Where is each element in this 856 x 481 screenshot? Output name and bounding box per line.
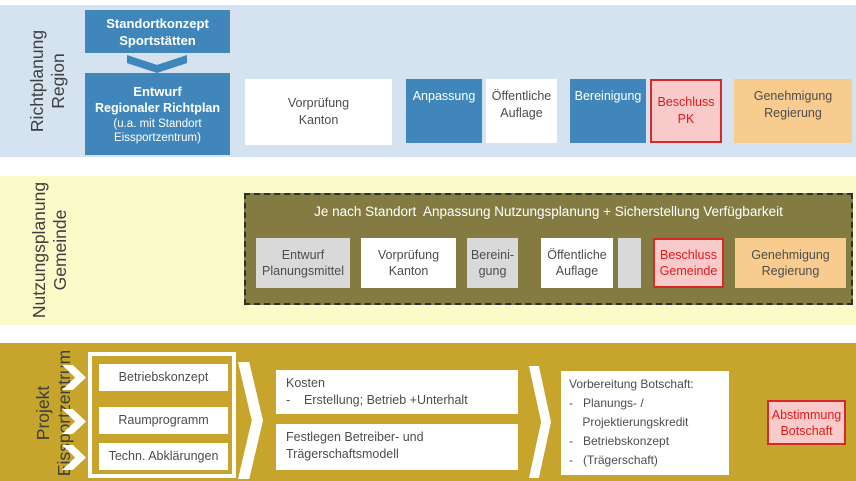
band3-label-line: Projekt — [33, 385, 53, 441]
box-spacer — [618, 238, 641, 288]
label-line: Vorprüfung — [377, 248, 440, 262]
label-line: Planungsmittel — [262, 264, 344, 278]
label-line: Gemeinde — [659, 264, 718, 278]
label-line: Botschaft — [780, 423, 833, 438]
container-nutzungsplanung-title: Je nach Standort Anpassung Nutzungsplanu… — [314, 204, 783, 219]
label-line: gung — [478, 264, 507, 278]
label-line: Techn. Abklärungen — [108, 449, 219, 463]
box-entwurf-regionaler-richtplan: Entwurf Regionaler Richtplan (u.a. mit S… — [85, 73, 230, 155]
label-line: Vorbereitung Botschaft: — [569, 377, 694, 391]
box-bereinigung-region: Bereinigung — [570, 79, 646, 143]
label-line: (u.a. mit Standort — [113, 118, 202, 130]
label-line: Auflage — [500, 106, 543, 120]
box-beschluss-pk: Beschluss PK — [650, 79, 722, 143]
label-line: - (Trägerschaft) — [569, 453, 658, 467]
label-line: Bereini- — [470, 248, 515, 262]
label-line: Öffentliche — [547, 248, 607, 262]
label-line: Bereinigung — [574, 89, 642, 103]
label-line: Anpassung — [412, 89, 476, 103]
label-line: Festlegen Betreiber- und — [286, 430, 424, 444]
label-line: Beschluss — [660, 248, 717, 262]
label-line: - Betriebskonzept — [569, 434, 670, 448]
frame-projekt-grundlagen — [88, 352, 236, 478]
box-genehmigung-regierung-region: Genehmigung Regierung — [734, 79, 852, 143]
box-vorpruefung-kanton-region: Vorprüfung Kanton — [245, 79, 392, 145]
label-line: Kanton — [388, 264, 429, 278]
box-standortkonzept-sportstaetten: Standortkonzept Sportstätten — [85, 10, 230, 53]
band2-label-line: Nutzungsplanung — [29, 181, 49, 319]
label-line: - Planungs- / — [569, 396, 644, 410]
box-abstimmung-botschaft: Abstimmung Botschaft — [767, 400, 846, 445]
band2-label-line: Gemeinde — [50, 209, 70, 291]
label-line: Beschluss — [657, 95, 715, 109]
box-raumprogramm: Raumprogramm — [99, 407, 228, 434]
label-line: Regionaler Richtplan — [94, 101, 221, 115]
label-line: Entwurf — [281, 248, 325, 262]
band2-label: Nutzungsplanung Gemeinde — [29, 155, 73, 345]
label-line: Genehmigung — [753, 89, 833, 103]
band1-label: Richtplanung Region — [27, 0, 71, 166]
band1-label-line: Region — [48, 53, 68, 109]
label-line: Abstimmung — [771, 407, 842, 422]
box-oeffentliche-auflage-gemeinde: Öffentliche Auflage — [541, 238, 613, 288]
box-entwurf-planungsmittel: Entwurf Planungsmittel — [256, 238, 350, 288]
label-line: Auflage — [555, 264, 599, 278]
label-line: Vorprüfung — [287, 96, 350, 110]
label-line: Projektierungskredit — [569, 415, 689, 429]
label-line: Öffentliche — [491, 89, 552, 103]
label-line: Trägerschaftsmodell — [286, 447, 399, 461]
box-bereinigung-gemeinde: Bereini- gung — [467, 238, 518, 288]
label-line: - Erstellung; Betrieb +Unterhalt — [286, 393, 468, 407]
box-genehmigung-regierung-gemeinde: Genehmigung Regierung — [735, 238, 846, 288]
label-line: Genehmigung — [751, 248, 830, 262]
label-line: Raumprogramm — [118, 413, 209, 427]
label-line: PK — [677, 112, 695, 126]
box-kosten: Kosten - Erstellung; Betrieb +Unterhalt — [276, 370, 518, 414]
label-line: Betriebskonzept — [118, 370, 209, 384]
band1-label-line: Richtplanung — [27, 29, 47, 133]
box-anpassung: Anpassung — [406, 79, 482, 143]
box-techn-abklaerungen: Techn. Abklärungen — [99, 443, 228, 470]
band3-label-line: Eissportzentrum — [54, 349, 74, 477]
label-line: Entwurf — [133, 84, 182, 99]
label-line: Standortkonzept — [106, 15, 209, 31]
label-line: Regierung — [761, 264, 820, 278]
label-line: Regierung — [764, 106, 822, 120]
box-festlegen-betreiber: Festlegen Betreiber- und Trägerschaftsmo… — [276, 424, 518, 470]
box-betriebskonzept: Betriebskonzept — [99, 364, 228, 391]
label-line: Sportstätten — [119, 32, 196, 48]
box-vorpruefung-kanton-gemeinde: Vorprüfung Kanton — [361, 238, 456, 288]
label-line: Kosten — [286, 376, 325, 390]
box-vorbereitung-botschaft: Vorbereitung Botschaft: - Planungs- / Pr… — [561, 371, 729, 475]
band3-label: Projekt Eissportzentrum — [33, 318, 77, 481]
label-line: Eissportzentrum) — [114, 132, 201, 144]
box-oeffentliche-auflage-region: Öffentliche Auflage — [486, 79, 557, 143]
label-line: Kanton — [298, 113, 339, 127]
box-beschluss-gemeinde: Beschluss Gemeinde — [653, 238, 724, 288]
